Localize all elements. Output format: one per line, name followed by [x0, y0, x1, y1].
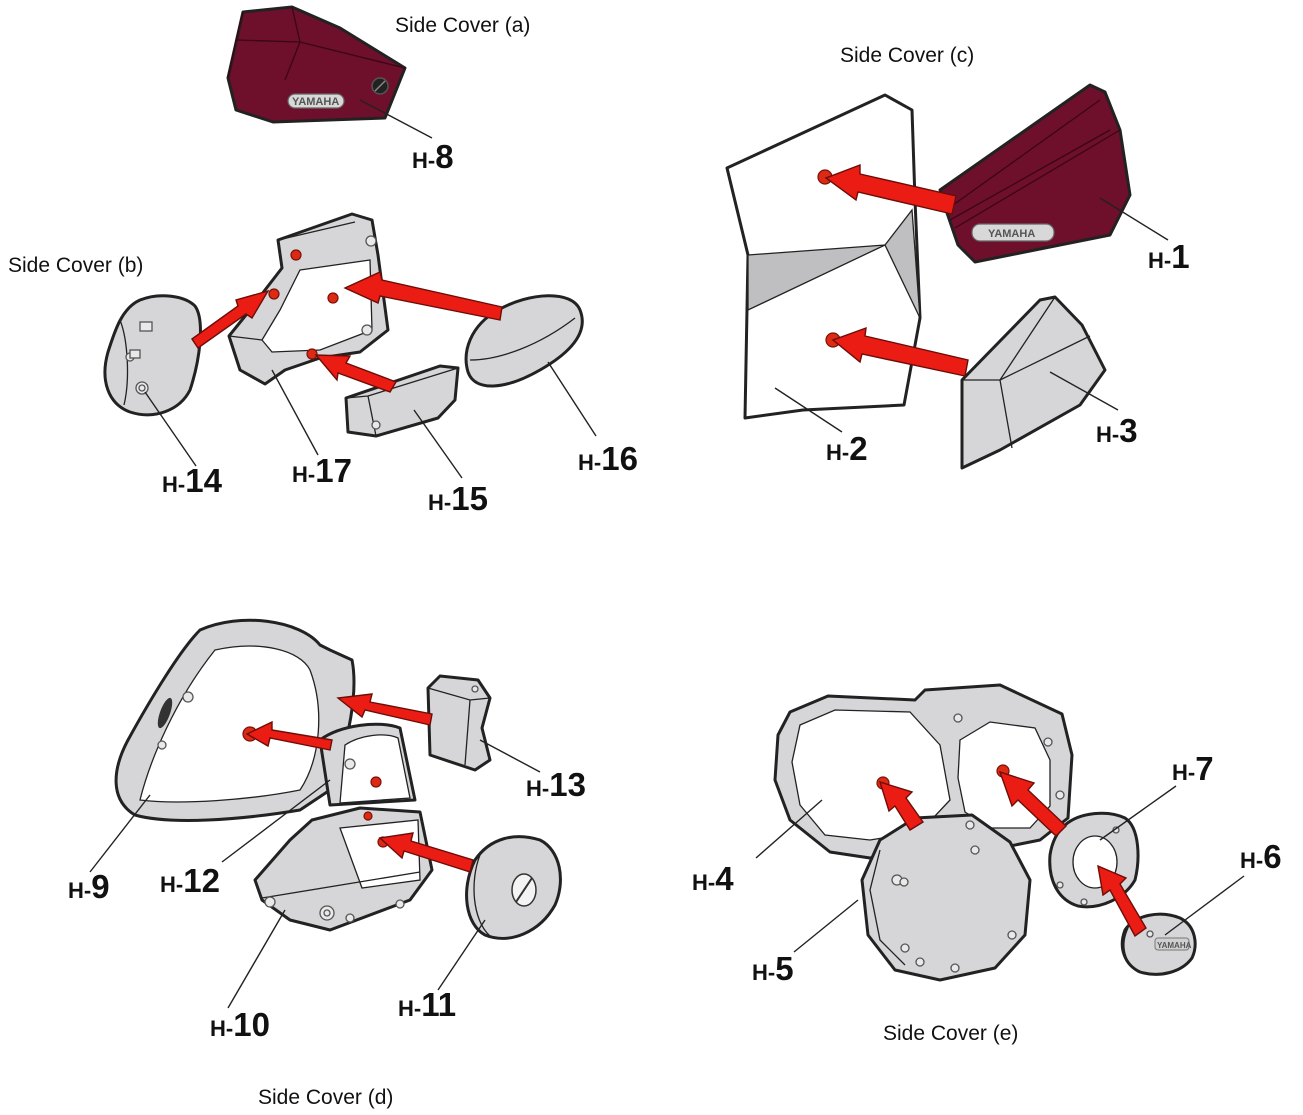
part-h12-arch	[320, 724, 415, 805]
group-side-cover-c: Side Cover (c) H-2 YAMAHA H-1	[727, 44, 1190, 468]
label-h2: H-2	[826, 430, 868, 467]
caption-side-cover-a: Side Cover (a)	[395, 14, 530, 37]
label-h14: H-14	[162, 462, 223, 499]
label-h11: H-11	[398, 986, 456, 1023]
part-h10-gear-housing	[255, 808, 432, 930]
label-h8: H-8	[412, 138, 454, 175]
label-h3: H-3	[1096, 412, 1138, 449]
part-h9-housing	[116, 620, 354, 820]
part-h2-panel	[727, 95, 920, 418]
label-h10: H-10	[210, 1006, 270, 1043]
part-h8-red-cover: YAMAHA	[228, 7, 405, 122]
part-h14-cap	[105, 296, 200, 415]
group-side-cover-b: Side Cover (b) H-17 H-14	[8, 214, 638, 517]
caption-side-cover-d: Side Cover (d)	[258, 1086, 393, 1109]
yamaha-badge-a: YAMAHA	[292, 96, 339, 108]
caption-side-cover-e: Side Cover (e)	[883, 1022, 1018, 1045]
part-h3-prism	[962, 297, 1105, 468]
label-h7: H-7	[1172, 750, 1214, 787]
part-h11-round-cap	[467, 837, 561, 939]
label-h9: H-9	[68, 868, 110, 905]
label-h13: H-13	[526, 766, 586, 803]
caption-side-cover-b: Side Cover (b)	[8, 254, 143, 277]
part-h13-block	[428, 676, 490, 770]
yamaha-badge-c: YAMAHA	[988, 228, 1035, 240]
arrow-h13	[338, 694, 432, 725]
arrow-h15	[316, 355, 396, 392]
label-h12: H-12	[160, 862, 220, 899]
label-h6: H-6	[1240, 838, 1282, 875]
part-h1-red-cover: YAMAHA	[940, 85, 1130, 262]
group-side-cover-e: Side Cover (e) H-4	[692, 685, 1282, 1045]
label-h15: H-15	[428, 480, 488, 517]
caption-side-cover-c: Side Cover (c)	[840, 44, 974, 67]
label-h16: H-16	[578, 440, 638, 477]
label-h4: H-4	[692, 860, 734, 897]
yamaha-badge-e: YAMAHA	[1157, 941, 1192, 950]
group-side-cover-d: Side Cover (d) H-9 H-12	[68, 620, 586, 1109]
label-h17: H-17	[292, 452, 352, 489]
group-side-cover-a: Side Cover (a) YAMAHA H-8	[228, 7, 530, 175]
label-h1: H-1	[1148, 238, 1190, 275]
part-h5-plate	[862, 815, 1030, 980]
label-h5: H-5	[752, 950, 794, 987]
